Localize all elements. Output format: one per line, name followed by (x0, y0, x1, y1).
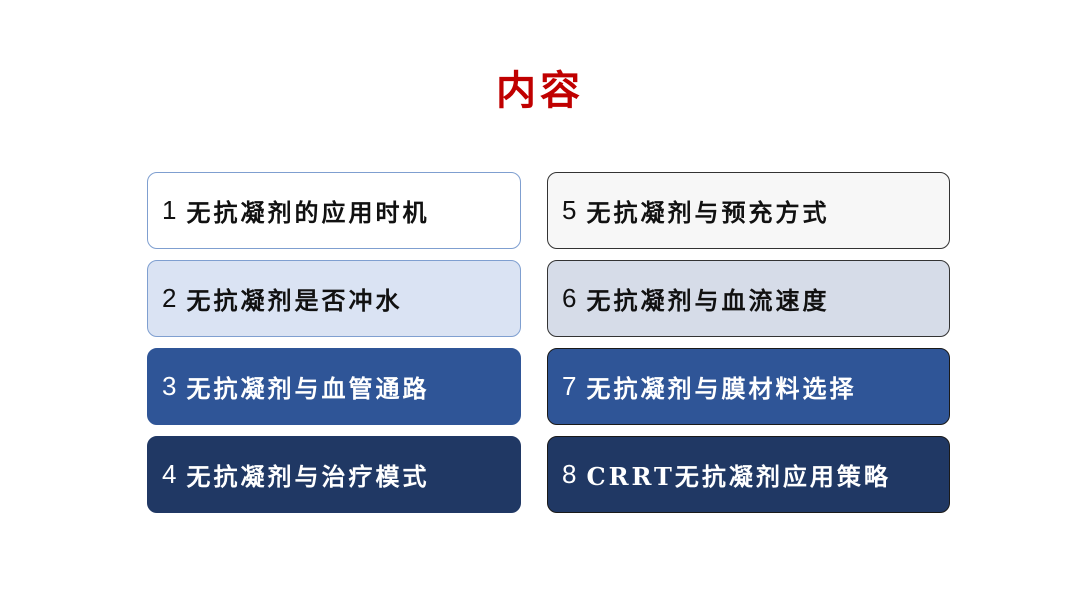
menu-item-number: 2 (162, 283, 177, 313)
menu-item-label: CRRT无抗凝剂应用策略 (586, 462, 891, 491)
menu-item-number: 3 (162, 371, 177, 401)
menu-item-number: 6 (562, 283, 577, 313)
menu-item-label: 无抗凝剂的应用时机 (186, 198, 430, 227)
menu-item-label: 无抗凝剂是否冲水 (186, 286, 403, 315)
menu-item-label: 无抗凝剂与血管通路 (186, 374, 430, 403)
menu-item-5[interactable]: 5 无抗凝剂与预充方式 (547, 172, 950, 249)
menu-item-number: 7 (562, 371, 577, 401)
menu-item-number: 8 (562, 459, 577, 489)
menu-item-6[interactable]: 6 无抗凝剂与血流速度 (547, 260, 950, 337)
menu-item-label: 无抗凝剂与膜材料选择 (586, 374, 857, 403)
menu-item-label: 无抗凝剂与治疗模式 (186, 462, 430, 491)
menu-item-number: 4 (162, 459, 177, 489)
page-title: 内容 (496, 67, 584, 114)
menu-item-label: 无抗凝剂与预充方式 (586, 198, 830, 227)
menu-item-1[interactable]: 1 无抗凝剂的应用时机 (147, 172, 521, 249)
menu-item-4[interactable]: 4 无抗凝剂与治疗模式 (147, 436, 521, 513)
menu-item-8[interactable]: 8 CRRT无抗凝剂应用策略 (547, 436, 950, 513)
menu-item-label: 无抗凝剂与血流速度 (586, 286, 830, 315)
menu-item-number: 1 (162, 195, 177, 225)
menu-item-number: 5 (562, 195, 577, 225)
menu-item-3[interactable]: 3 无抗凝剂与血管通路 (147, 348, 521, 425)
menu-item-2[interactable]: 2 无抗凝剂是否冲水 (147, 260, 521, 337)
menu-item-7[interactable]: 7 无抗凝剂与膜材料选择 (547, 348, 950, 425)
